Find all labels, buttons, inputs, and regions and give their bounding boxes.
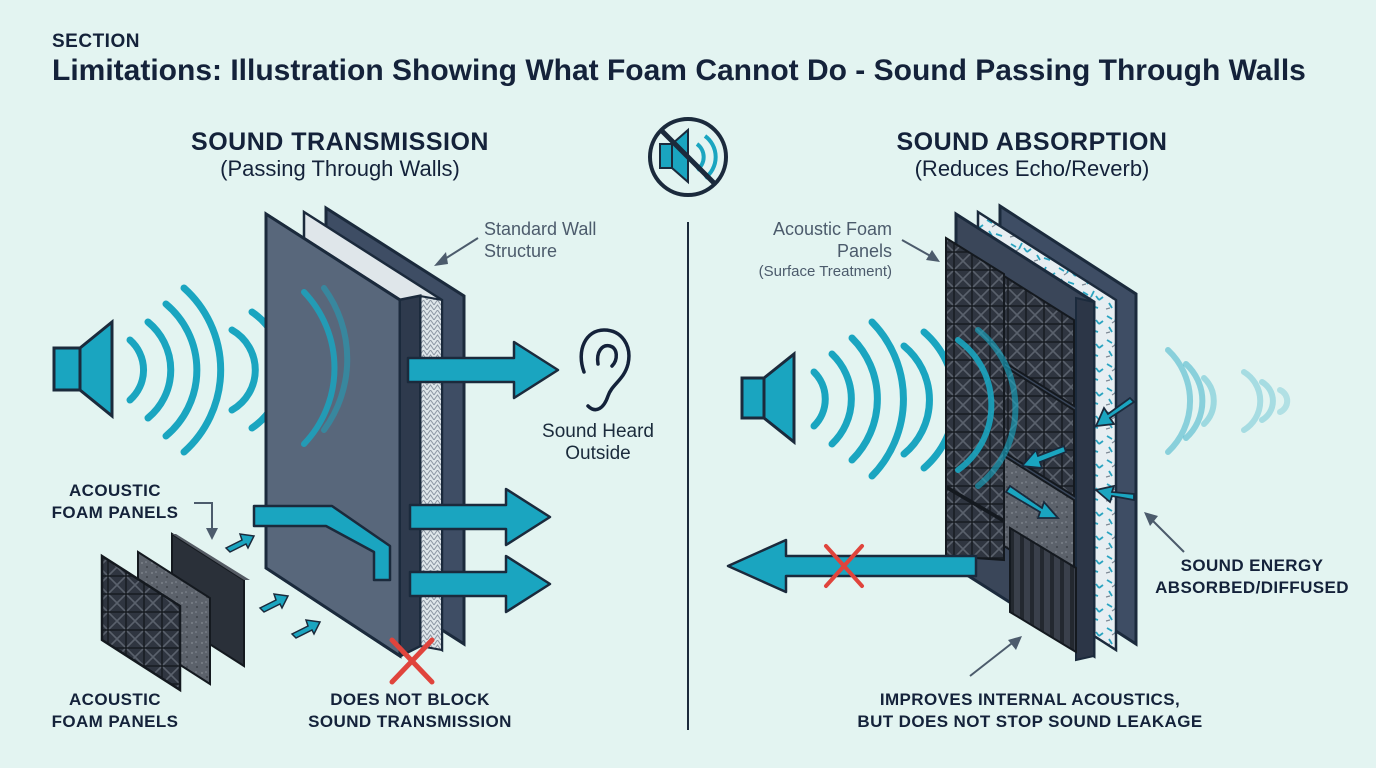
- mute-sound-icon: [648, 117, 728, 197]
- cross-mark-icon: [389, 637, 435, 685]
- foam-treated-wall: [945, 203, 1138, 662]
- page-title: Limitations: Illustration Showing What F…: [52, 54, 1306, 87]
- energy-label-pointer: [1144, 512, 1185, 553]
- section-label: SECTION: [52, 31, 140, 52]
- left-panel-subheading: (Passing Through Walls): [220, 156, 460, 181]
- ear-icon: [579, 328, 631, 412]
- wall-structure-label: Standard Wall Structure: [484, 219, 597, 261]
- sound-heard-outside-label: Sound Heard Outside: [542, 421, 654, 464]
- left-panel-heading: SOUND TRANSMISSION: [191, 128, 489, 156]
- improves-acoustics-caption: IMPROVES INTERNAL ACOUSTICS, BUT DOES NO…: [857, 690, 1203, 731]
- caption-pointer: [969, 636, 1022, 677]
- arrow-icon: [252, 340, 560, 614]
- does-not-block-caption: DOES NOT BLOCK SOUND TRANSMISSION: [308, 690, 512, 731]
- foam-panels-label-bottom: ACOUSTIC FOAM PANELS: [51, 690, 179, 731]
- speaker-icon-right: [740, 350, 796, 446]
- surface-treatment-note: (Surface Treatment): [758, 263, 892, 280]
- faded-sound-waves: [1165, 347, 1291, 455]
- foam-panels-label-top: ACOUSTIC FOAM PANELS: [51, 481, 179, 522]
- reflected-sound-arrow: [726, 538, 978, 594]
- acoustic-foam-panels-label: Acoustic Foam Panels: [772, 219, 892, 261]
- foam-panel-pointer: [901, 239, 940, 262]
- cross-mark-icon-right: [824, 544, 864, 588]
- foam-label-pointer: [194, 502, 218, 540]
- sound-waves-right: [810, 318, 959, 480]
- foam-panels-stack: [100, 532, 250, 693]
- speaker-icon: [52, 318, 114, 420]
- right-panel-subheading: (Reduces Echo/Reverb): [914, 156, 1150, 181]
- wall-label-pointer: [434, 237, 479, 266]
- sound-energy-absorbed-label: SOUND ENERGY ABSORBED/DIFFUSED: [1155, 556, 1349, 597]
- right-panel-heading: SOUND ABSORPTION: [896, 128, 1168, 156]
